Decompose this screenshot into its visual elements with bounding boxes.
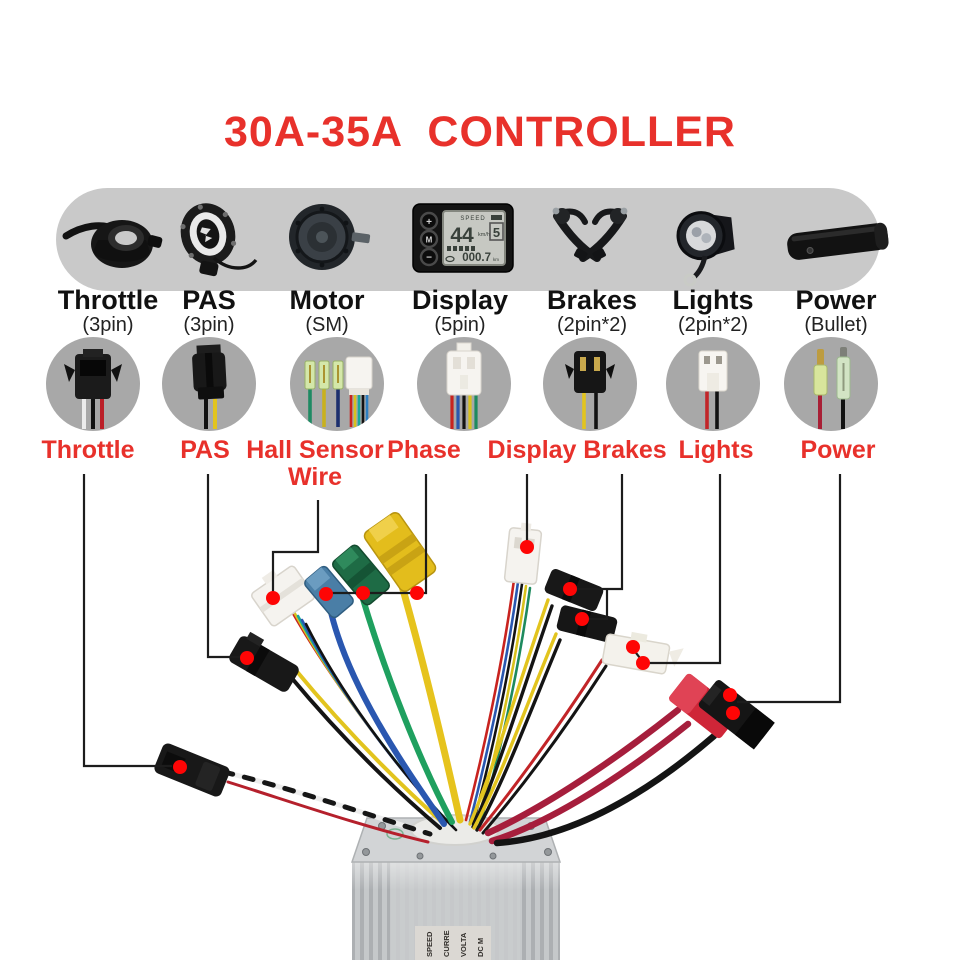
dot-brake-1: [563, 582, 577, 596]
motor-connector-photo: [290, 337, 384, 431]
wire-label-power: Power: [800, 436, 876, 464]
display-btn-m: M: [426, 236, 433, 245]
callout-power: [737, 474, 842, 704]
wire-label-lights: Lights: [678, 436, 754, 464]
harness-throttle-connector: [154, 743, 230, 797]
callout-lights: [646, 474, 722, 665]
throttle-wires: [221, 769, 433, 844]
dot-throttle: [173, 760, 187, 774]
callout-lines: [82, 474, 842, 768]
pas-connector-photo: [162, 337, 256, 431]
svg-text:DC M: DC M: [476, 938, 485, 957]
harness-pas-connector: [229, 631, 299, 692]
comp-col-throttle: Throttle(3pin): [57, 285, 159, 336]
callout-hall: [271, 500, 320, 594]
dot-power-red: [723, 688, 737, 702]
svg-text:CURRE: CURRE: [442, 930, 451, 957]
qc-stamp: [386, 828, 404, 840]
power-wires: [484, 706, 718, 847]
callout-brakes: [572, 474, 624, 591]
phase-yellow-wire: [398, 582, 464, 824]
page-title: 30A-35A CONTROLLER: [224, 108, 736, 156]
throttle-connector-photo: [46, 337, 140, 431]
comp-col-pas: PAS(3pin): [182, 285, 236, 336]
comp-col-display: Display(5pin): [411, 285, 509, 336]
connection-dots: [173, 540, 740, 774]
throttle-photo: [62, 220, 163, 268]
callout-pas: [206, 474, 240, 659]
dot-lights-1: [626, 640, 640, 654]
harness-phase-green-connector: [332, 544, 390, 606]
brakes-connector-photo: [543, 337, 637, 431]
svg-text:VOLTA: VOLTA: [459, 932, 468, 957]
harness-wires: [221, 578, 718, 847]
phase-blue-wire: [327, 605, 447, 827]
dot-hall: [266, 591, 280, 605]
wire-label-pas: PAS: [180, 436, 230, 464]
callout-brakes-2: [584, 589, 609, 621]
dot-phase-blue: [319, 587, 333, 601]
dot-phase-yellow: [410, 586, 424, 600]
wire-label-display: Display: [487, 436, 577, 464]
brake-levers-photo: [552, 207, 628, 262]
dot-pas: [240, 651, 254, 665]
headlight-photo: [676, 211, 735, 287]
comp-col-power: Power(Bullet): [795, 285, 877, 336]
lcd-speed-value: 44: [450, 224, 474, 247]
lcd-speed-label: SPEED: [460, 216, 485, 222]
harness-hall-connector: [251, 565, 315, 627]
controller-photo: SPEED CURRE VOLTA DC M: [350, 814, 562, 960]
dot-phase-green: [356, 586, 370, 600]
pas-sensor-photo: [180, 203, 258, 277]
comp-col-brakes: Brakes(2pin*2): [546, 285, 638, 336]
lcd-odometer-unit: km: [493, 257, 499, 262]
lights-connector-photo: [666, 337, 760, 431]
display-btn-plus: +: [426, 217, 432, 228]
dot-display: [520, 540, 534, 554]
pas-wires: [288, 666, 446, 830]
display-btn-minus: −: [426, 253, 432, 264]
phase-green-wire: [359, 593, 455, 825]
lights-wires: [478, 658, 608, 835]
power-connector-photo: [784, 337, 878, 431]
dot-lights-2: [636, 656, 650, 670]
motor-photo: [289, 204, 371, 270]
lcd-odometer: 000.7: [462, 252, 491, 264]
comp-col-motor: Motor(SM): [289, 285, 365, 336]
lcd-speed-unit: km/h: [478, 232, 490, 238]
svg-text:SPEED: SPEED: [425, 931, 434, 957]
dot-brake-2: [575, 612, 589, 626]
wire-label-throttle: Throttle: [41, 436, 135, 464]
battery-photo: [787, 222, 889, 260]
comp-col-lights: Lights(2pin*2): [672, 285, 754, 336]
callout-throttle: [82, 474, 172, 768]
harness-display-connector: [503, 522, 543, 585]
brake-wires: [468, 598, 562, 832]
wire-label-phase: Phase: [387, 436, 461, 464]
lcd-assist-level: 5: [493, 225, 500, 240]
harness-phase-yellow-connector: [363, 512, 437, 592]
dot-power-black: [726, 706, 740, 720]
wire-label-brakes: Brakes: [583, 436, 667, 464]
display-connector-photo: [417, 337, 511, 431]
controller-spec-label: SPEED CURRE VOLTA DC M: [415, 926, 491, 960]
display-photo: + M − SPEED 44 km/h 5 000.7 km: [412, 203, 514, 273]
